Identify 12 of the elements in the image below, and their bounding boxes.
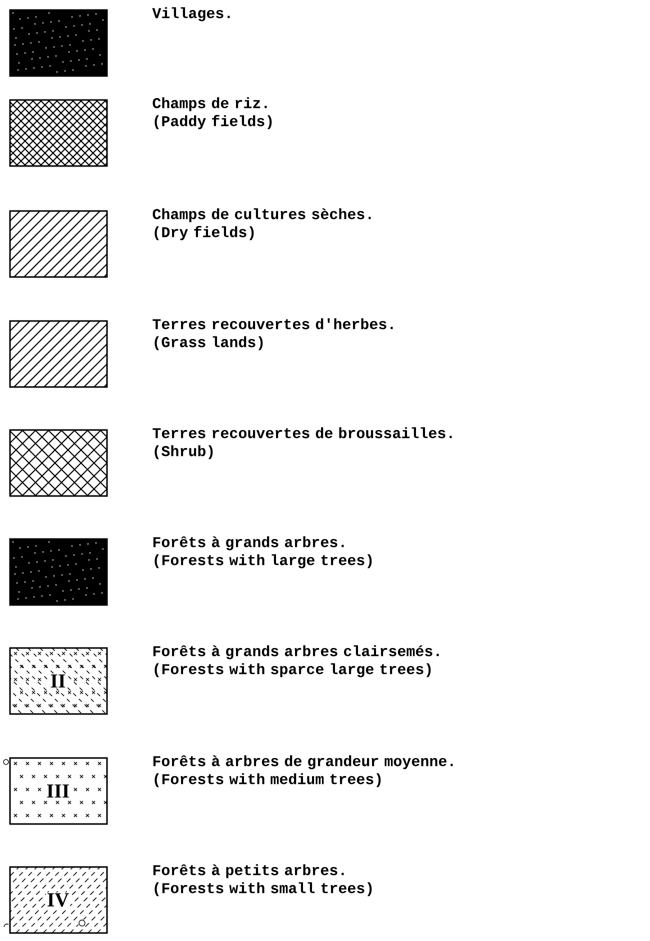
- legend-text: Forêts à petits arbres. (Forests with small trees): [153, 864, 372, 896]
- roman-numeral: II: [49, 673, 67, 689]
- legend-text: Terres recouvertes de broussailles. (Shrub): [152, 427, 452, 460]
- legend-text: Forêts à arbres de grandeur moyenne. (Forests with medium trees): [153, 755, 453, 788]
- legend-text: Champs de riz. (Paddy fields): [152, 97, 272, 130]
- legend-text: Forêts à grands arbres clairsemés. (Forests with sparce large trees): [153, 645, 439, 678]
- roman-numeral: IV: [46, 892, 70, 908]
- roman-numeral: III: [45, 783, 71, 799]
- legend-text: Terres recouvertes d'herbes. (Grass lands): [152, 318, 393, 350]
- legend-text: Forêts à grands arbres. (Forests with large trees): [153, 536, 372, 568]
- legend-text: Champs de cultures sèches. (Dry fields): [152, 208, 371, 240]
- legend-text: Villages.: [152, 7, 230, 22]
